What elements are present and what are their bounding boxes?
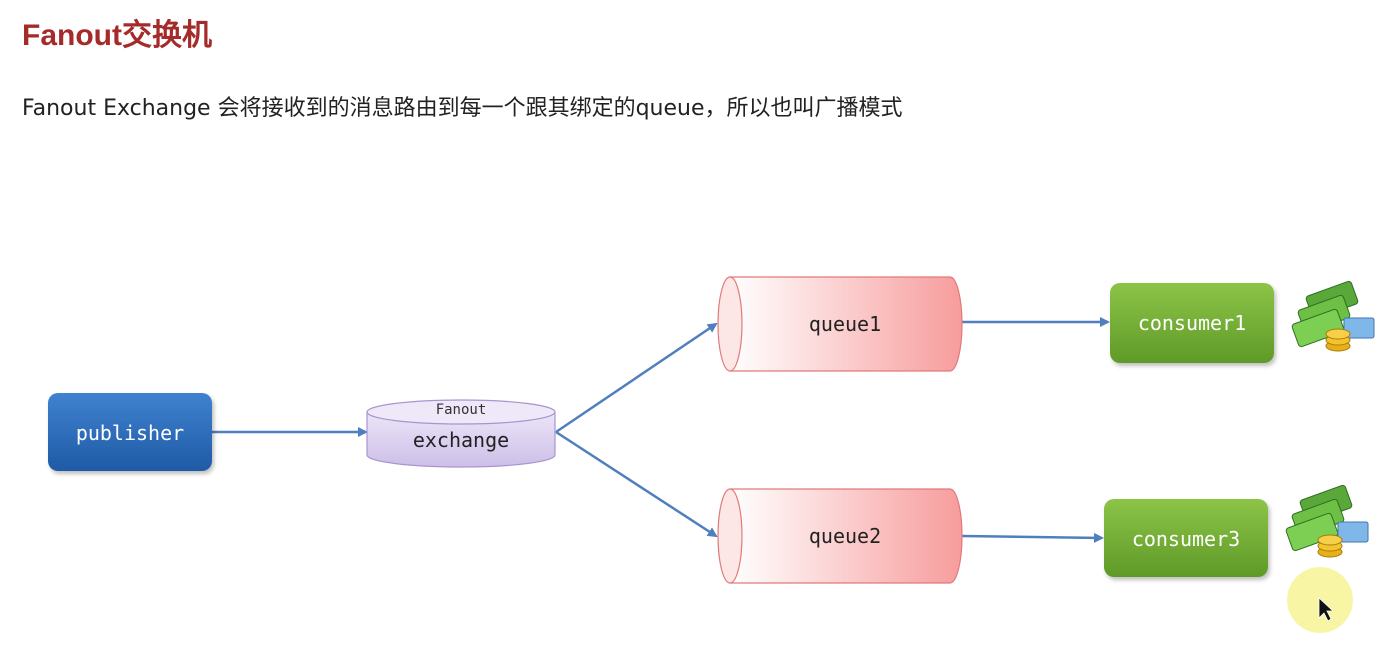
- exchange-label: exchange: [413, 428, 509, 452]
- money-icon: [1291, 280, 1375, 352]
- arrow-exchange-queue1: [555, 322, 718, 434]
- queue2-label: queue2: [809, 524, 881, 548]
- cursor-icon: [1318, 597, 1335, 622]
- exchange-type-label: Fanout: [436, 402, 487, 418]
- slide-title: Fanout交换机: [22, 19, 212, 52]
- exchange-node: [366, 399, 556, 468]
- consumer1-label: consumer1: [1138, 311, 1246, 335]
- publisher-node: [48, 393, 212, 471]
- connector-arrows: [212, 317, 1110, 543]
- queue1-label: queue1: [809, 312, 881, 336]
- arrow-exchange-queue2: [555, 430, 718, 538]
- queue1-node: [717, 276, 963, 372]
- consumer3-label: consumer3: [1132, 527, 1240, 551]
- consumer3-node: [1104, 499, 1268, 577]
- arrow-queue2-consumer3: [961, 532, 1104, 543]
- consumer1-node: [1110, 283, 1274, 363]
- slide-description: Fanout Exchange 会将接收到的消息路由到每一个跟其绑定的queue…: [22, 96, 903, 121]
- money-icon: [1285, 484, 1369, 558]
- publisher-label: publisher: [76, 421, 184, 445]
- queue2-node: [717, 488, 963, 584]
